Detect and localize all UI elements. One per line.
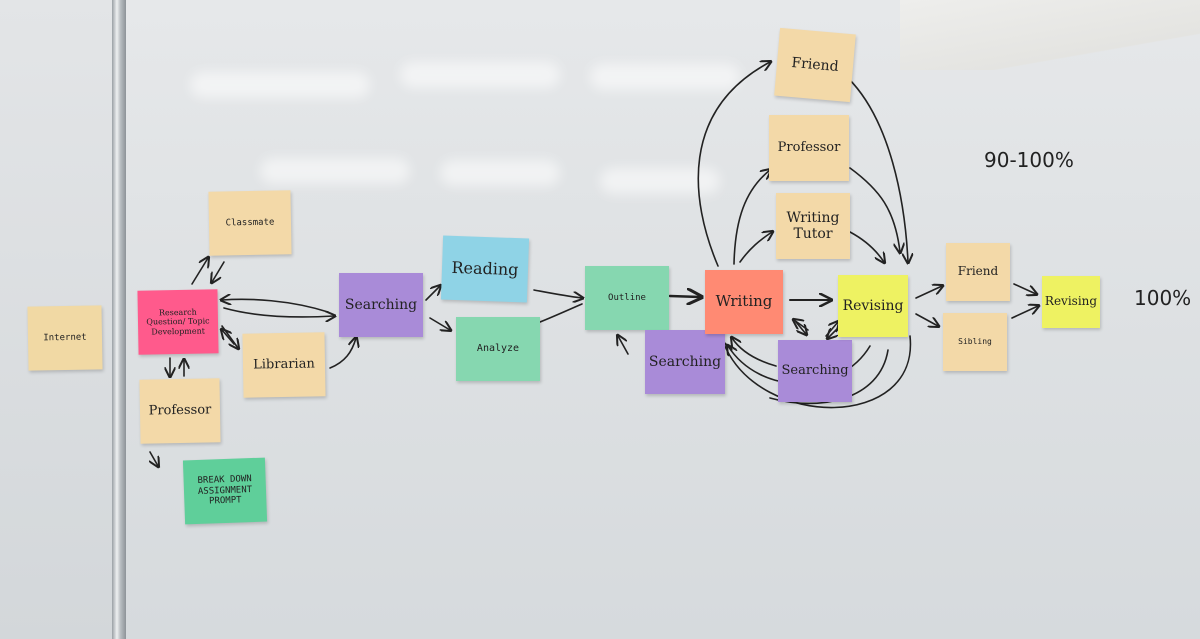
light-reflection	[190, 72, 370, 98]
note-writing: Writing	[705, 270, 783, 334]
note-revising-2: Revising	[1042, 276, 1100, 328]
note-classmate: Classmate	[208, 190, 292, 256]
note-professor-top: Professor	[769, 115, 849, 181]
note-writing-tutor: Writing Tutor	[776, 193, 850, 259]
note-librarian: Librarian	[242, 332, 326, 398]
light-reflection	[260, 158, 410, 184]
note-outline: Outline	[585, 266, 669, 330]
note-revising-1: Revising	[838, 275, 908, 337]
note-searching-2: Searching	[645, 330, 725, 394]
light-reflection	[400, 62, 560, 88]
board-divider	[112, 0, 126, 639]
note-analyze: Analyze	[456, 317, 540, 381]
note-internet: Internet	[27, 305, 103, 371]
note-friend-right: Friend	[946, 243, 1010, 301]
label-100-percent: 100%	[1134, 286, 1192, 310]
note-searching-1: Searching	[339, 273, 423, 337]
light-reflection	[440, 160, 560, 186]
light-reflection	[590, 64, 740, 90]
board-frame	[900, 0, 1200, 70]
note-searching-3: Searching	[778, 340, 852, 402]
label-90-100-percent: 90-100%	[984, 148, 1074, 172]
light-reflection	[600, 168, 720, 194]
note-professor-left: Professor	[139, 378, 221, 444]
note-research-question: Research Question/ Topic Development	[137, 289, 219, 355]
note-friend-top: Friend	[774, 27, 856, 103]
note-reading: Reading	[440, 235, 530, 303]
note-sibling: Sibling	[943, 313, 1007, 371]
note-break-down-prompt: BREAK DOWN ASSIGNMENT PROMPT	[182, 457, 268, 525]
